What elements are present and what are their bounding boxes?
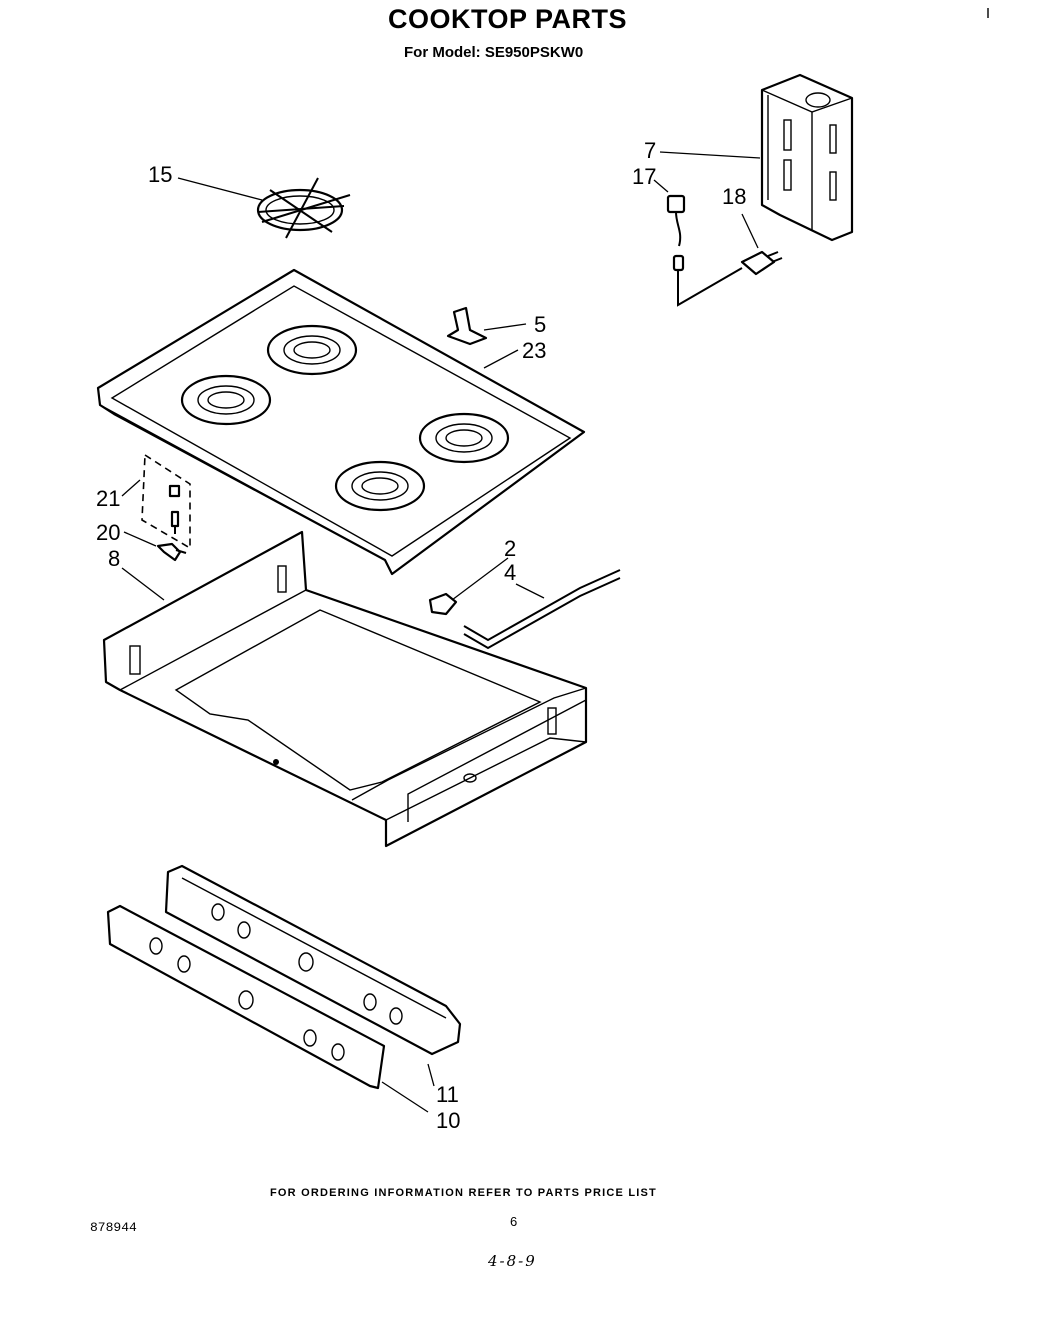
grate-part [256,177,351,239]
clip-part [446,306,488,346]
callout-4: 4 [504,560,516,585]
callout-7: 7 [644,138,656,163]
control-panel-front-part [106,904,386,1090]
handwritten-date: 4-8-9 [488,1252,537,1270]
knob-clip-part [428,592,458,616]
callout-23: 23 [522,338,546,363]
callout-21: 21 [96,486,120,511]
igniter-kit-part [141,453,191,550]
callout-10: 10 [436,1108,460,1133]
terminal-wire-part [666,194,783,307]
callout-15: 15 [148,162,172,187]
callout-5: 5 [534,312,546,337]
burner-box-part [102,530,588,848]
callout-17: 17 [632,164,656,189]
bracket-box-part [760,73,854,242]
small-bracket-part [156,542,187,562]
page-title: COOKTOP PARTS [388,4,628,34]
callout-11: 11 [436,1082,459,1107]
callout-20: 20 [96,520,120,545]
ordering-note: FOR ORDERING INFORMATION REFER TO PARTS … [270,1187,657,1199]
model-subtitle: For Model: SE950PSKW0 [404,44,584,61]
cooktop-part [96,268,586,576]
leader-lines [121,151,761,1113]
callout-8: 8 [108,546,120,571]
document-number: 878944 [90,1220,137,1235]
page-number: 6 [510,1214,518,1229]
callout-18: 18 [722,184,746,209]
callout-2: 2 [504,536,516,561]
control-panel-back-part [164,864,462,1056]
rod-part [463,569,621,650]
